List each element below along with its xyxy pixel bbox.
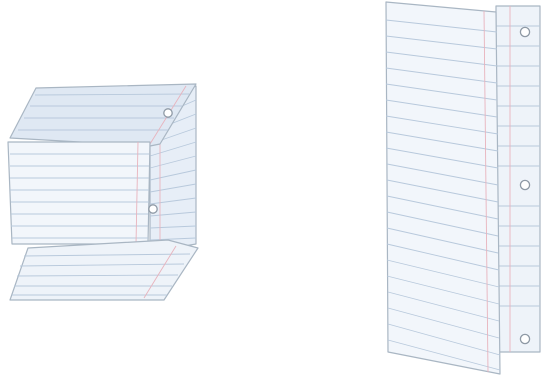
punch-hole-3 bbox=[520, 334, 529, 343]
punch-hole-middle bbox=[149, 205, 157, 213]
punch-hole-1 bbox=[520, 27, 529, 36]
back-sheet bbox=[496, 6, 540, 352]
punch-hole-2 bbox=[520, 180, 529, 189]
half-folded-notebook-paper bbox=[386, 2, 540, 374]
bottom-flap bbox=[10, 240, 198, 300]
front-fold bbox=[386, 2, 500, 374]
z-folded-notebook-paper bbox=[8, 84, 198, 300]
middle-panel bbox=[8, 142, 150, 244]
punch-hole-top bbox=[164, 109, 172, 117]
